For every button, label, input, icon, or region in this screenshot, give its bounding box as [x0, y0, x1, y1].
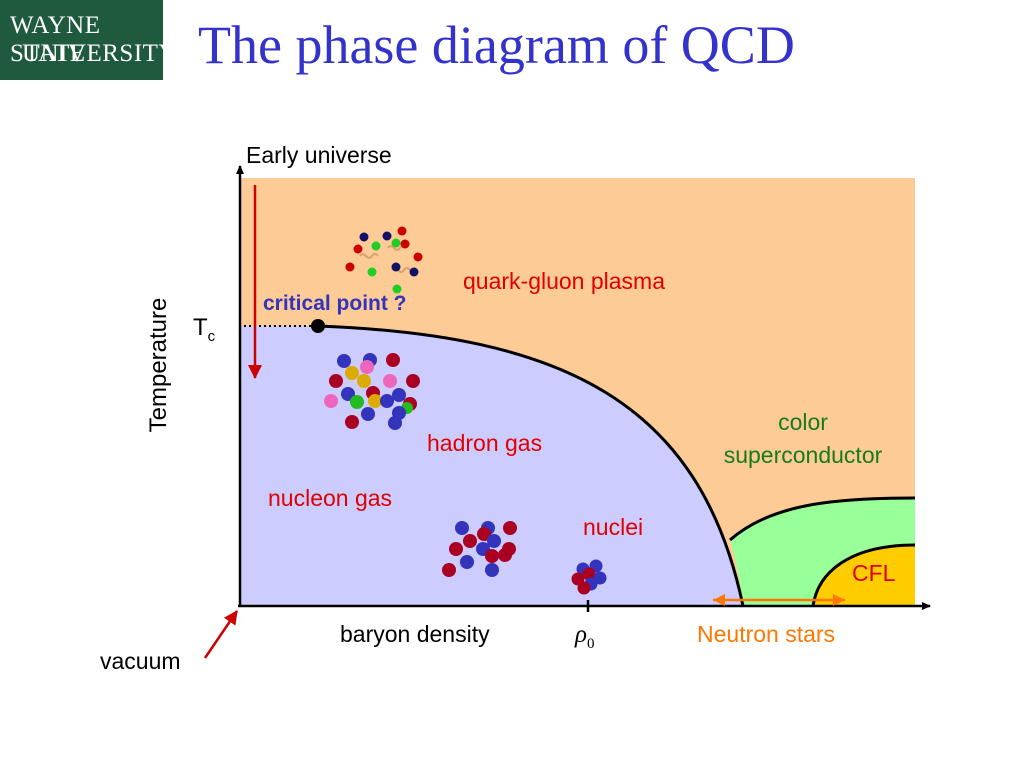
hadron-gas-label: hadron gas: [427, 430, 543, 456]
hadron-cluster-icon: [324, 353, 420, 430]
page-title: The phase diagram of QCD: [198, 15, 795, 75]
tc-main: T: [193, 314, 208, 341]
qgp-label: quark-gluon plasma: [463, 268, 666, 294]
hadron-boundary-line: [317, 324, 745, 607]
color-text: color: [778, 409, 828, 435]
tc-label: Tc: [193, 314, 215, 345]
nuclei-label: nuclei: [583, 514, 644, 540]
vacuum-label: vacuum: [100, 648, 181, 674]
rho-main: ρ: [575, 621, 587, 648]
cfl-region: [813, 545, 915, 606]
rho-subscript: 0: [587, 636, 595, 652]
nucleon-gas-label: nucleon gas: [268, 485, 393, 511]
critical-point-marker: [311, 319, 325, 333]
cfl-label: CFL: [852, 560, 896, 586]
logo-line-2: UNIVERSITY: [22, 40, 177, 67]
temperature-axis-label: Temperature: [145, 298, 173, 433]
temperature-text: Temperature: [145, 297, 172, 433]
hadron-region: [240, 326, 743, 606]
critical-point-label: critical point ?: [263, 292, 407, 315]
neutron-stars-label: Neutron stars: [697, 621, 836, 647]
vacuum-arrow: [203, 610, 239, 659]
nucleus-icon: [571, 559, 607, 595]
rho0-label: ρ0: [575, 621, 595, 653]
early-universe-label: Early universe: [246, 142, 392, 168]
logo-line-1: WAYNE STATE: [10, 12, 101, 67]
superconductor-text: superconductor: [723, 442, 883, 468]
color-superconductor-label: color superconductor: [724, 406, 883, 472]
gluon-cluster-icon: [345, 226, 423, 294]
csc-boundary-line: [729, 496, 916, 542]
nucleon-cluster-icon: [442, 521, 517, 577]
tc-subscript: c: [207, 327, 216, 345]
university-logo: WAYNE STATE UNIVERSITY: [0, 0, 177, 80]
baryon-density-label: baryon density: [340, 621, 490, 647]
